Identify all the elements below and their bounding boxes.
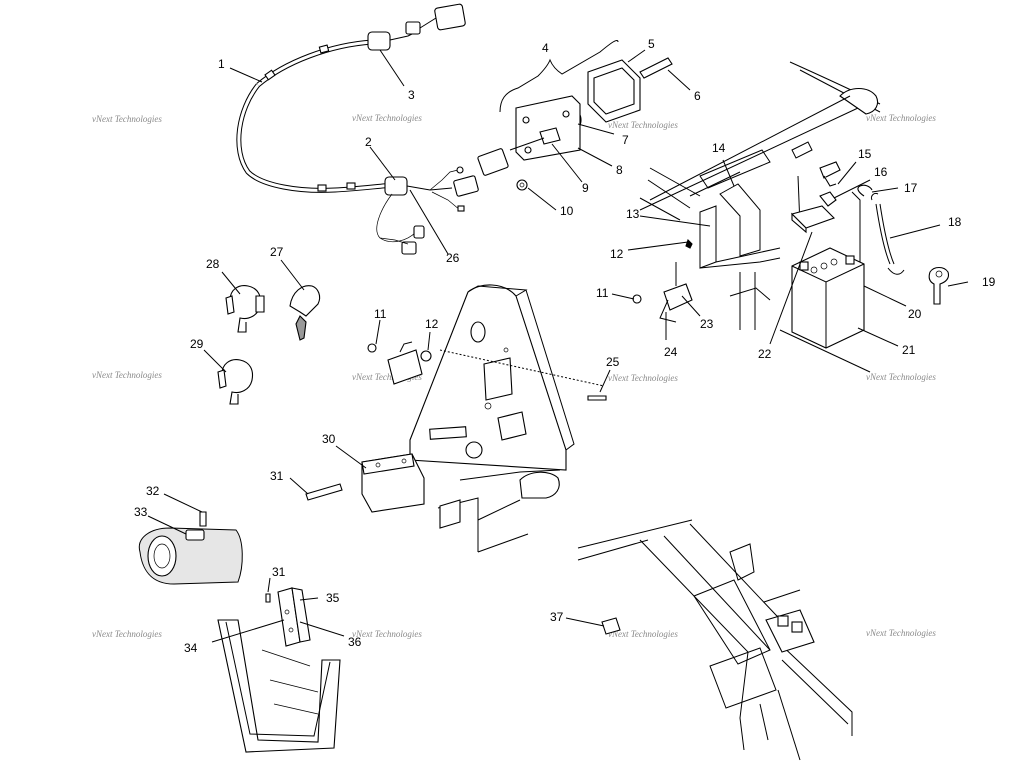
callout-34: 34: [184, 641, 198, 655]
watermark: vNext Technologies: [92, 370, 162, 380]
clips-left: [217, 285, 321, 405]
svg-text:vNext Technologies: vNext Technologies: [92, 114, 162, 124]
watermark: vNext Technologies: [608, 629, 678, 639]
callout-21: 21: [902, 343, 916, 357]
callout-10: 10: [560, 204, 574, 218]
callout-18: 18: [948, 215, 962, 229]
lower-left-parts: [138, 511, 341, 753]
watermarks: vNext Technologies vNext Technologies vN…: [92, 113, 936, 639]
callout-30: 30: [322, 432, 336, 446]
callout-29: 29: [190, 337, 204, 351]
callout-28: 28: [206, 257, 220, 271]
callout-14: 14: [712, 141, 726, 155]
callout-12-center: 12: [425, 317, 439, 331]
callout-35: 35: [326, 591, 340, 605]
callout-16: 16: [874, 165, 888, 179]
center-panel: [305, 284, 607, 553]
watermark: vNext Technologies: [866, 372, 936, 382]
svg-text:vNext Technologies: vNext Technologies: [866, 372, 936, 382]
svg-text:vNext Technologies: vNext Technologies: [352, 113, 422, 123]
watermark: vNext Technologies: [866, 628, 936, 638]
callout-26: 26: [446, 251, 460, 265]
callout-4: 4: [542, 41, 549, 55]
svg-text:vNext Technologies: vNext Technologies: [92, 629, 162, 639]
battery-and-relay-parts: [632, 161, 950, 373]
watermark: vNext Technologies: [92, 629, 162, 639]
callout-11-center: 11: [374, 307, 387, 321]
callout-36: 36: [348, 635, 362, 649]
callout-8: 8: [616, 163, 623, 177]
callout-22: 22: [758, 347, 772, 361]
callout-31-lower: 31: [272, 565, 286, 579]
watermark: vNext Technologies: [352, 629, 422, 639]
frame-upper-right: [639, 61, 881, 330]
callout-23: 23: [700, 317, 714, 331]
svg-text:vNext Technologies: vNext Technologies: [92, 370, 162, 380]
watermark: vNext Technologies: [608, 120, 678, 130]
callout-27: 27: [270, 245, 284, 259]
callout-19: 19: [982, 275, 996, 289]
callout-31-upper: 31: [270, 469, 284, 483]
callout-9: 9: [582, 181, 589, 195]
callout-33: 33: [134, 505, 148, 519]
callout-6: 6: [694, 89, 701, 103]
svg-text:vNext Technologies: vNext Technologies: [608, 120, 678, 130]
watermark: vNext Technologies: [92, 114, 162, 124]
callout-17: 17: [904, 181, 918, 195]
frame-lower-right: [577, 519, 853, 761]
svg-text:vNext Technologies: vNext Technologies: [608, 629, 678, 639]
callout-5: 5: [648, 37, 655, 51]
callout-24: 24: [664, 345, 678, 359]
callout-20: 20: [908, 307, 922, 321]
watermark: vNext Technologies: [352, 113, 422, 123]
callout-13: 13: [626, 207, 640, 221]
callouts: 1 2 3 4 5 6 7 8 9 10 11 11 12 12 13 14 1…: [134, 37, 996, 655]
watermark: vNext Technologies: [352, 372, 422, 382]
callout-15: 15: [858, 147, 872, 161]
tail-light-assembly: [477, 39, 673, 191]
wire-harness: [236, 3, 479, 255]
callout-1: 1: [218, 57, 225, 71]
svg-text:vNext Technologies: vNext Technologies: [608, 373, 678, 383]
callout-25: 25: [606, 355, 620, 369]
svg-text:vNext Technologies: vNext Technologies: [352, 372, 422, 382]
callout-3: 3: [408, 88, 415, 102]
svg-text:vNext Technologies: vNext Technologies: [352, 629, 422, 639]
callout-32: 32: [146, 484, 160, 498]
callout-37: 37: [550, 610, 564, 624]
callout-11-right: 11: [596, 286, 609, 300]
callout-2: 2: [365, 135, 372, 149]
watermark: vNext Technologies: [866, 113, 936, 123]
svg-text:vNext Technologies: vNext Technologies: [866, 628, 936, 638]
callout-12-right: 12: [610, 247, 624, 261]
svg-text:vNext Technologies: vNext Technologies: [866, 113, 936, 123]
callout-7: 7: [622, 133, 629, 147]
leader-lines: [147, 49, 969, 643]
watermark: vNext Technologies: [608, 373, 678, 383]
